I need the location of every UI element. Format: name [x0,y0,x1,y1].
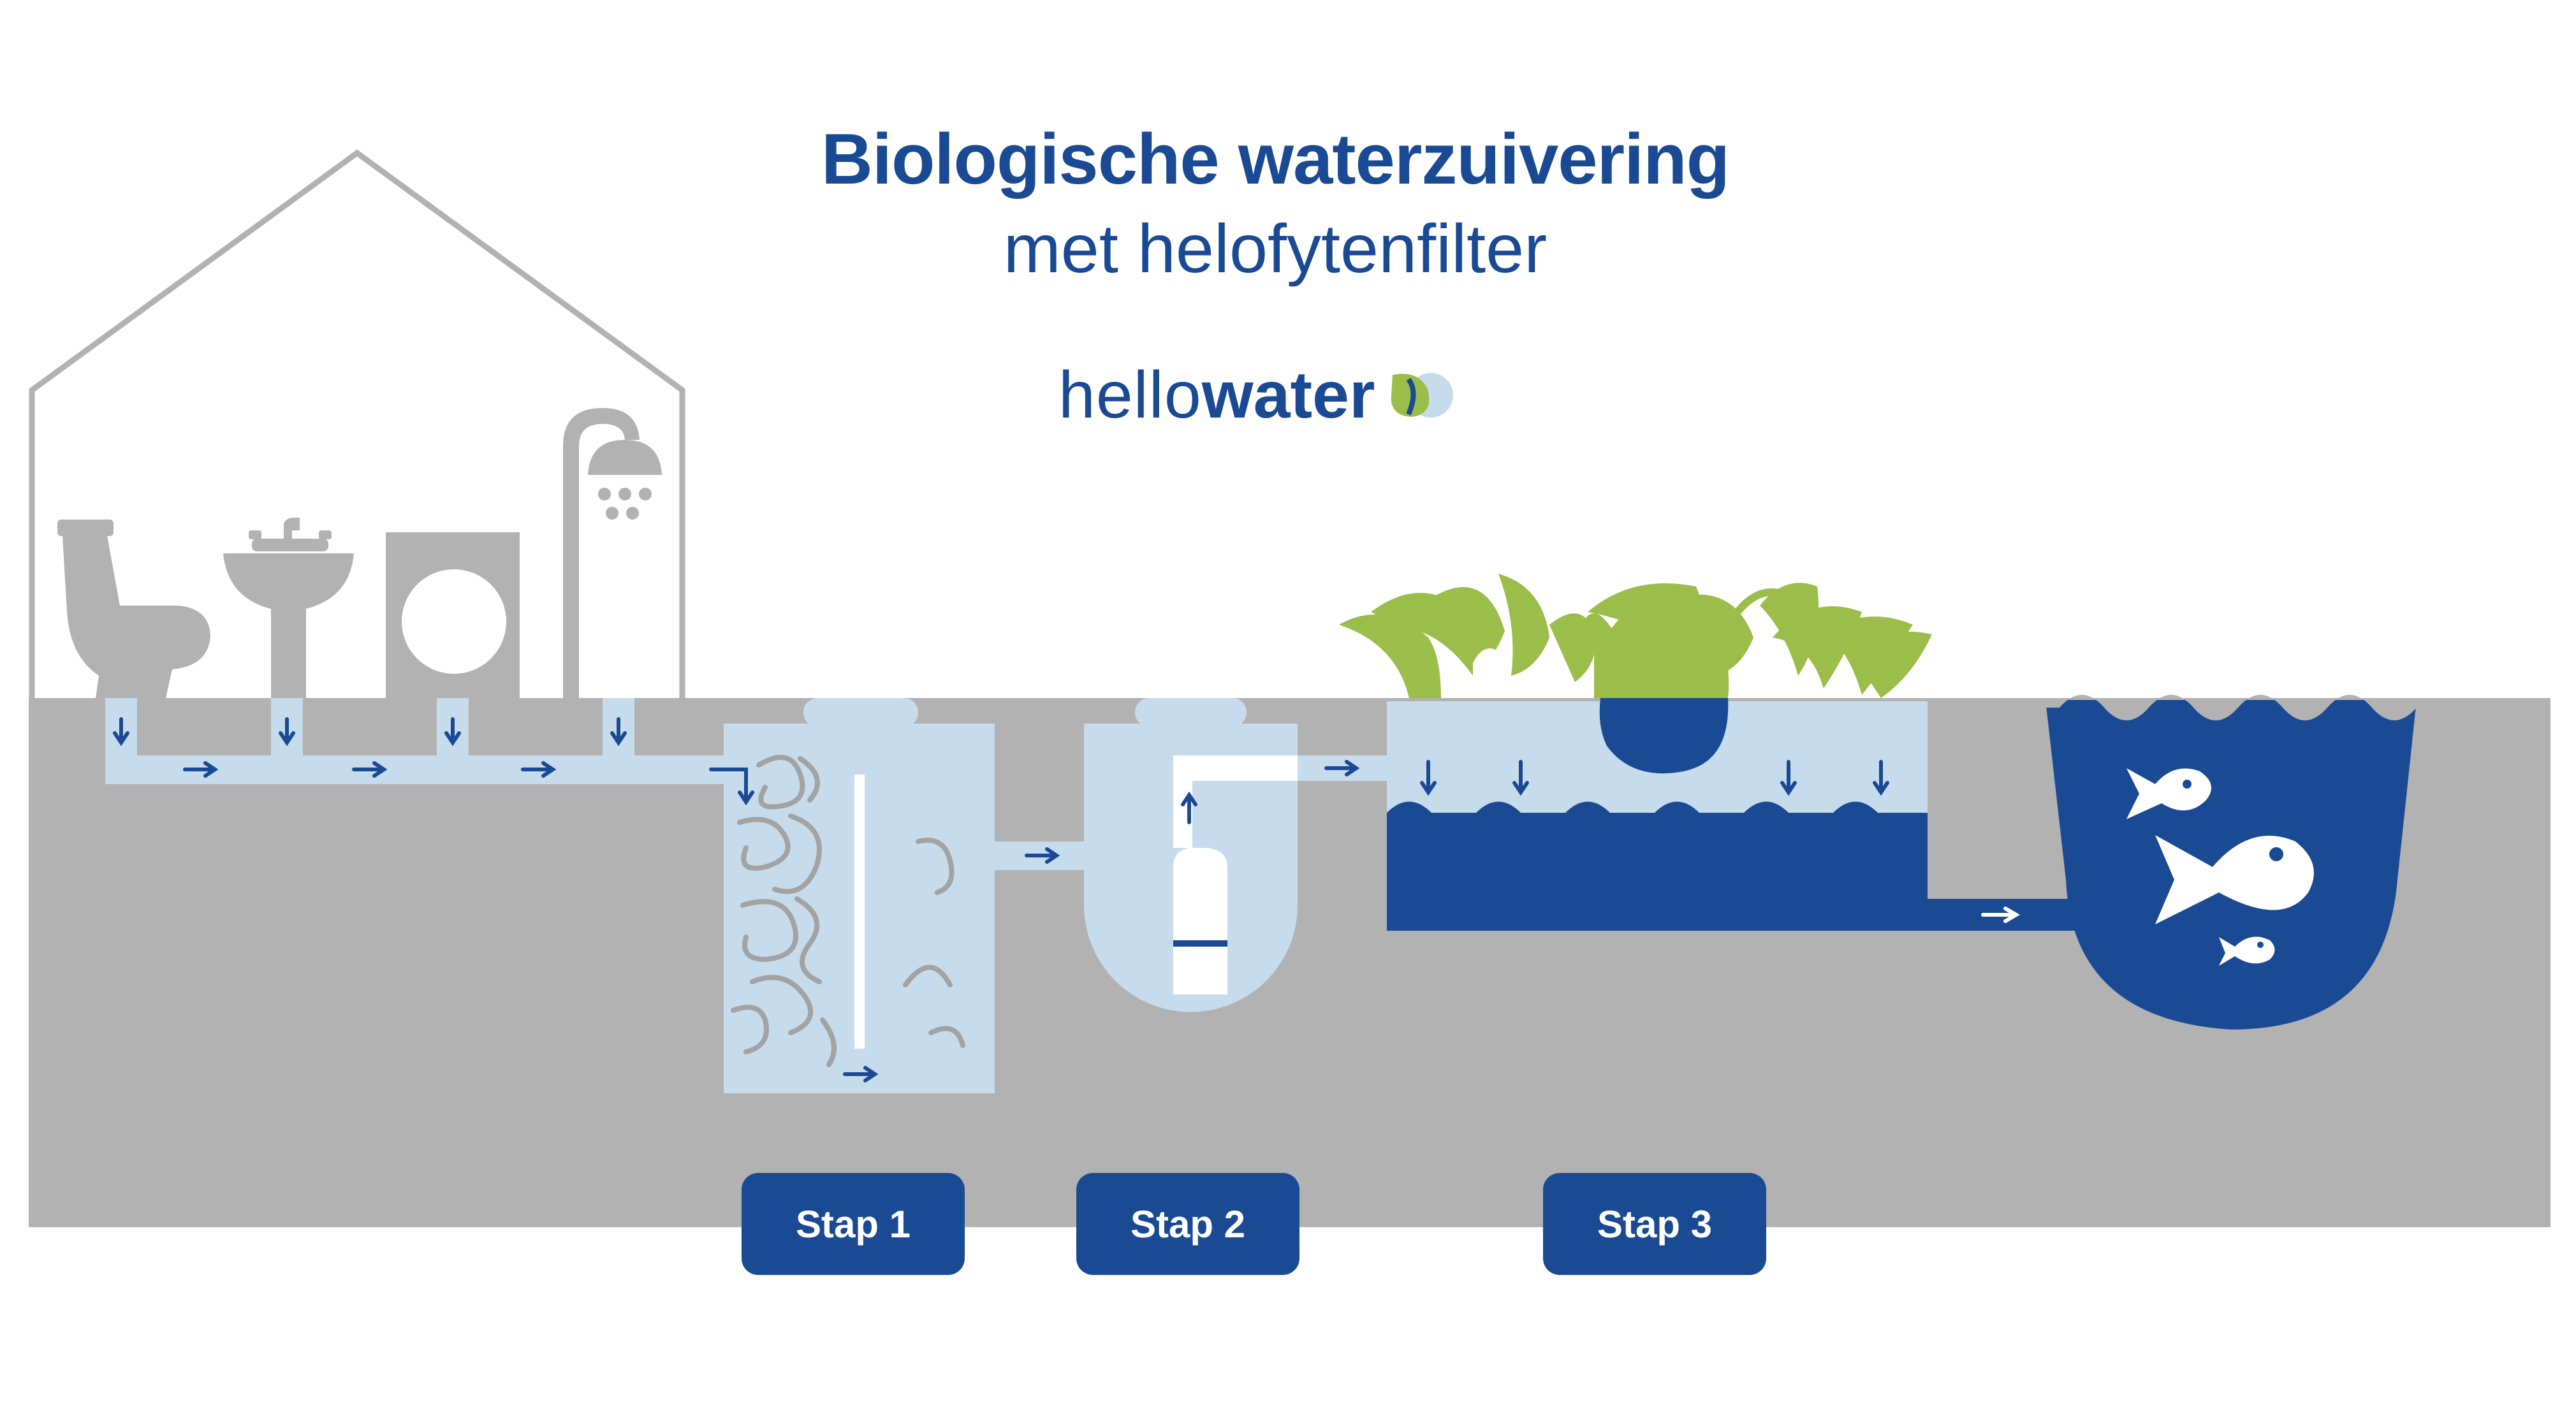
step-3-button[interactable]: Stap 3 [1543,1173,1766,1275]
shower-icon [563,408,662,698]
leaf-submerged [1599,698,1729,774]
step-2-button[interactable]: Stap 2 [1076,1173,1299,1275]
diagram-title: Biologische waterzuivering met helofyten… [638,115,1913,293]
plant-root-shadow [1473,648,1507,687]
flow-arrows [113,717,1889,1082]
brand-text-light: hello [1058,358,1202,432]
step-1-button[interactable]: Stap 1 [742,1173,965,1275]
sink-icon [223,518,354,698]
septic-tank [724,698,995,1093]
arrow-icon [1981,906,2020,923]
title-line-2: met helofytenfilter [1003,210,1548,287]
toilet-icon [57,520,210,698]
washing-machine-icon [386,532,520,698]
sludge-fibers [731,755,965,1067]
plant-stem [1718,588,1783,641]
fish-eyes [2183,780,2283,948]
pipe-3-pond [1859,899,2101,931]
house-outline [29,149,685,698]
leaf-icon [1599,602,1729,698]
title-line-1: Biologische waterzuivering [821,119,1730,199]
brand-drop-icon [1391,373,1454,418]
pump-chamber [1084,698,1387,1012]
brand-text-bold: water [1201,358,1375,432]
